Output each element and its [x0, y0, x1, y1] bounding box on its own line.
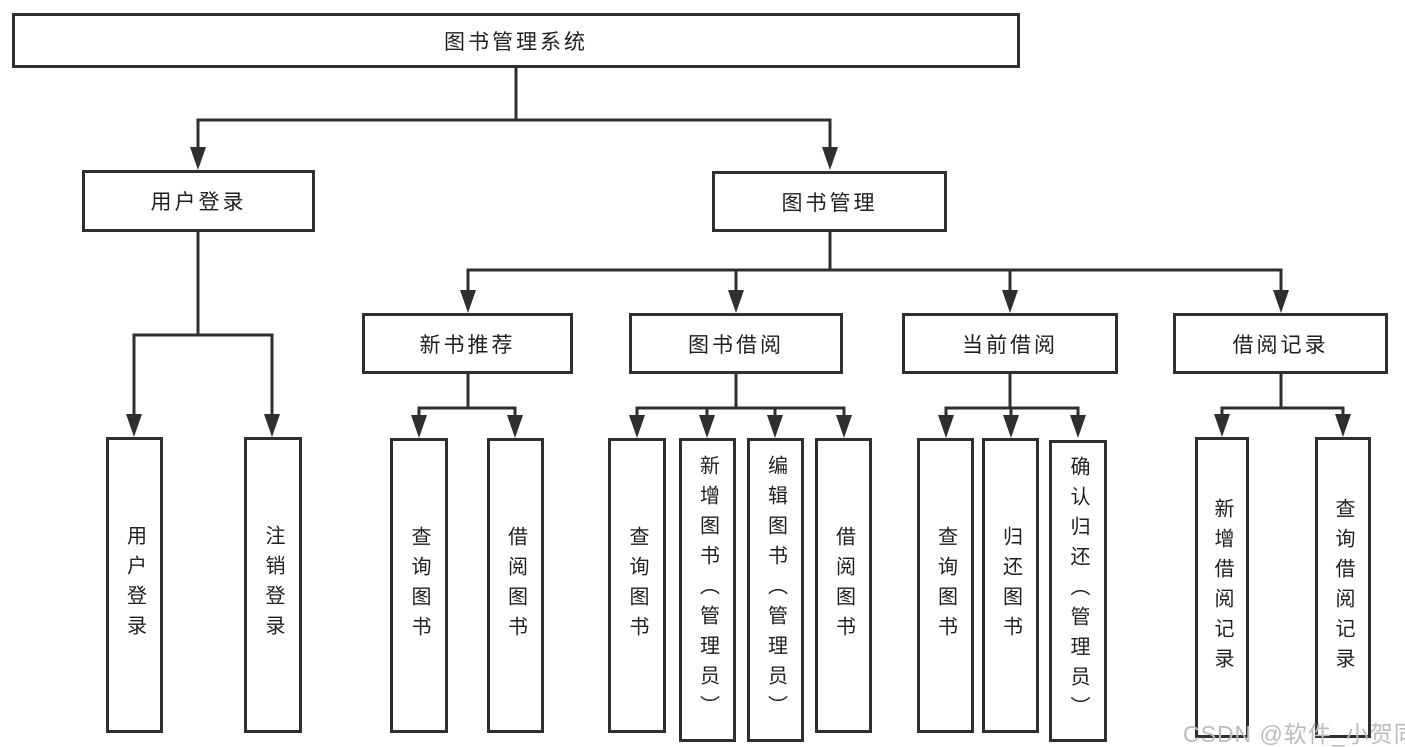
- node-borrow-record: 借阅记录: [1173, 313, 1388, 374]
- leaf-recommend-borrow-book: 借阅图书: [487, 438, 544, 733]
- leaf-recommend-query-book: 查询图书: [390, 438, 448, 733]
- leaf-user-login-label: 用户登录: [123, 525, 146, 645]
- node-root: 图书管理系统: [12, 13, 1020, 68]
- tree-edges: [132, 68, 1345, 420]
- leaf-return-book-label: 归还图书: [999, 525, 1022, 646]
- node-current-borrow-label: 当前借阅: [962, 333, 1058, 357]
- node-book-borrow: 图书借阅: [629, 313, 843, 374]
- leaf-borrow-query-book: 查询图书: [608, 438, 666, 733]
- leaf-confirm-return-admin: 确认归还（管理员）: [1049, 440, 1107, 742]
- leaf-add-book-admin-label: 新增图书（管理员）: [696, 455, 719, 725]
- leaf-current-query-book-label: 查询图书: [934, 525, 957, 646]
- leaf-add-book-admin: 新增图书（管理员）: [679, 438, 736, 742]
- leaf-edit-book-admin: 编辑图书（管理员）: [747, 438, 804, 742]
- leaf-user-login: 用户登录: [106, 437, 163, 733]
- leaf-add-borrow-record: 新增借阅记录: [1195, 437, 1249, 738]
- leaf-logout-label: 注销登录: [262, 525, 284, 645]
- leaf-return-book: 归还图书: [982, 438, 1039, 733]
- leaf-query-borrow-record-label: 查询借阅记录: [1332, 497, 1354, 678]
- node-book-management-label: 图书管理: [781, 191, 878, 215]
- leaf-current-query-book: 查询图书: [917, 438, 974, 733]
- watermark: CSDN @软件_小贺同学: [1183, 721, 1405, 747]
- leaf-confirm-return-admin-label: 确认归还（管理员）: [1067, 456, 1089, 726]
- leaf-edit-book-admin-label: 编辑图书（管理员）: [764, 455, 787, 725]
- leaf-borrow-book-label: 借阅图书: [832, 525, 855, 646]
- node-user-login: 用户登录: [82, 170, 315, 232]
- node-root-label: 图书管理系统: [444, 30, 588, 54]
- node-book-management: 图书管理: [712, 171, 947, 232]
- leaf-add-borrow-record-label: 新增借阅记录: [1211, 497, 1233, 678]
- leaf-recommend-query-book-label: 查询图书: [408, 525, 430, 646]
- node-new-book-recommend-label: 新书推荐: [419, 333, 516, 357]
- arrowheads: [126, 147, 1351, 438]
- leaf-query-borrow-record: 查询借阅记录: [1315, 437, 1371, 738]
- leaf-logout: 注销登录: [244, 437, 302, 733]
- node-current-borrow: 当前借阅: [902, 313, 1118, 374]
- leaf-borrow-query-book-label: 查询图书: [626, 525, 648, 646]
- node-user-login-label: 用户登录: [150, 191, 247, 214]
- node-borrow-record-label: 借阅记录: [1232, 333, 1329, 357]
- leaf-borrow-book: 借阅图书: [815, 438, 872, 733]
- leaf-recommend-borrow-book-label: 借阅图书: [504, 525, 527, 646]
- node-book-borrow-label: 图书借阅: [688, 333, 784, 357]
- node-new-book-recommend: 新书推荐: [362, 313, 573, 374]
